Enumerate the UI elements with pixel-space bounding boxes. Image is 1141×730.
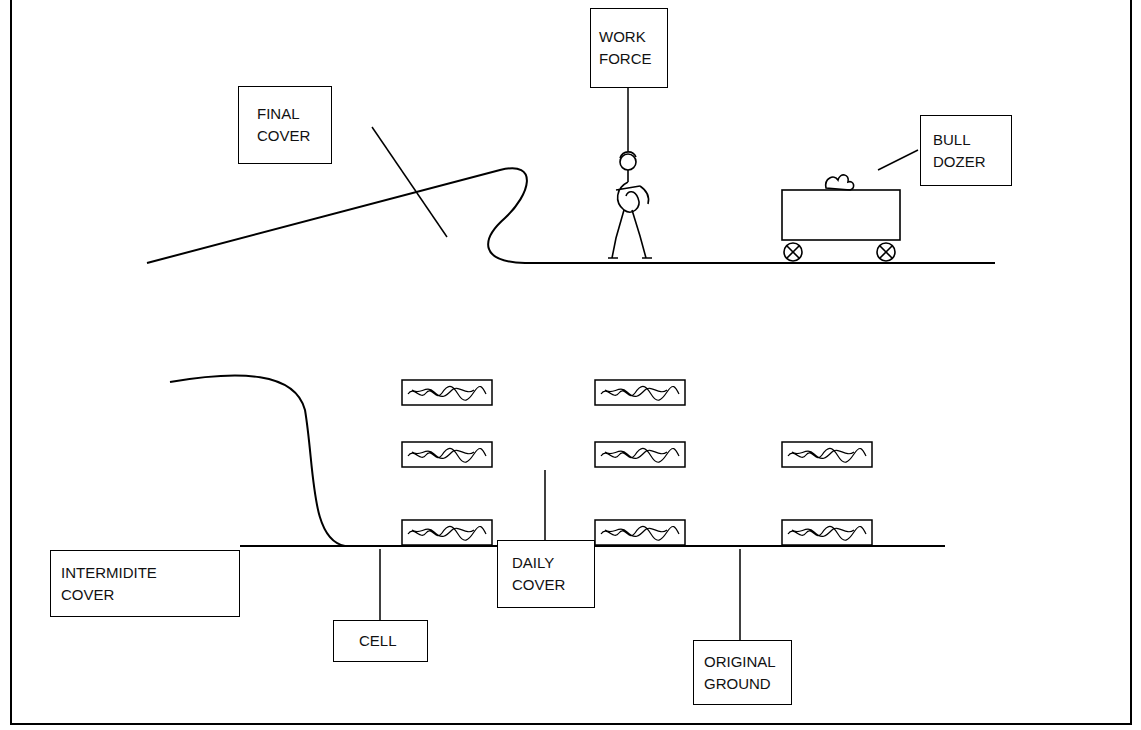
label-text: FINAL COVER <box>257 103 323 147</box>
label-text-column: BULL DOZER <box>933 129 1003 173</box>
label-box: FINAL COVER <box>238 86 332 164</box>
label-box: CELL <box>333 620 428 662</box>
label-box: INTERMIDITE COVER <box>50 550 240 617</box>
intermediate-cover-curve <box>170 375 345 546</box>
label-text: INTERMIDITE COVER <box>61 562 181 606</box>
leader-lines <box>372 88 918 640</box>
label-box: ORIGINAL GROUND <box>693 640 792 705</box>
label-text-column: CELL <box>359 630 397 652</box>
label-box: BULL DOZER <box>920 115 1012 186</box>
label-text-column: ORIGINAL GROUND <box>704 651 784 695</box>
bulldozer-symbol <box>782 175 900 261</box>
waste-cells <box>402 380 872 545</box>
label-text: CELL <box>359 630 397 652</box>
page-frame <box>11 0 1131 724</box>
label-text: ORIGINAL GROUND <box>704 651 784 695</box>
worker-figure <box>608 152 652 258</box>
final-surface <box>147 168 995 263</box>
label-text-column: DAILY COVER <box>512 552 586 596</box>
label-text-column: FINAL COVER <box>257 103 323 147</box>
label-box: WORK FORCE <box>590 8 668 88</box>
label-text: BULL DOZER <box>933 129 1003 173</box>
label-text-column: WORK FORCE <box>599 26 659 70</box>
label-box: DAILY COVER <box>497 540 595 608</box>
label-text: DAILY COVER <box>512 552 586 596</box>
label-text-column: INTERMIDITE COVER <box>61 562 181 606</box>
label-text: WORK FORCE <box>599 26 659 70</box>
